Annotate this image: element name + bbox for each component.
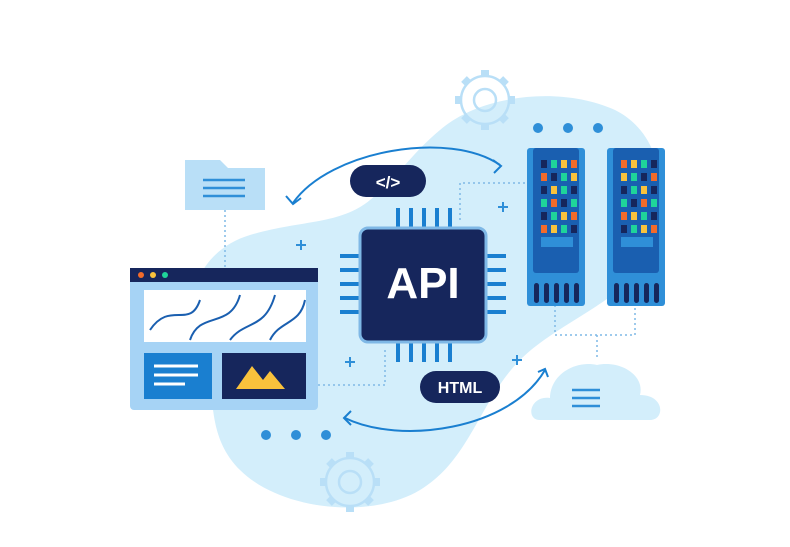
server-led [561,160,567,168]
server-led [641,212,647,220]
server-led [541,173,547,181]
api-chip: API [340,208,506,362]
server-led [641,173,647,181]
server-led [651,199,657,207]
server-led [621,186,627,194]
image-panel [222,353,306,399]
server-led [631,173,637,181]
server-led [551,212,557,220]
server-rack [607,148,665,306]
server-led [631,199,637,207]
server-led [621,225,627,233]
server-led [561,199,567,207]
arrow-bottom [342,367,549,432]
server-led [571,212,577,220]
code-badge-label: </> [376,173,401,192]
html-badge: HTML [420,371,500,403]
server-led [551,199,557,207]
server-led [651,186,657,194]
server-led [631,160,637,168]
server-led [571,173,577,181]
server-led [541,186,547,194]
server-vent [534,283,539,303]
cloud-icon [531,364,661,420]
server-led [551,225,557,233]
server-led [631,186,637,194]
server-led [621,160,627,168]
server-led [571,160,577,168]
server-led [541,225,547,233]
server-led [651,173,657,181]
server-vent [574,283,579,303]
server-led [631,225,637,233]
chip-label: API [386,259,459,308]
server-led [631,212,637,220]
arrow-top [285,146,503,206]
server-vent [544,283,549,303]
plus-icons [296,202,522,367]
connector-lines [224,182,636,386]
server-led [621,173,627,181]
server-led [641,186,647,194]
server-led [541,212,547,220]
server-led [561,186,567,194]
code-badge: </> [350,165,426,197]
server-led [561,173,567,181]
folder-icon [185,160,265,210]
html-badge-label: HTML [438,380,483,397]
server-vent [654,283,659,303]
server-led [561,212,567,220]
server-rack [527,148,585,306]
server-led [541,160,547,168]
server-led [571,186,577,194]
server-led [651,212,657,220]
gear-icon [455,70,515,130]
server-led [551,160,557,168]
server-led [571,225,577,233]
server-vent [564,283,569,303]
dots-bottom [261,430,331,440]
servers [527,148,665,306]
server-led [651,160,657,168]
server-led [551,186,557,194]
server-led [641,160,647,168]
server-led [551,173,557,181]
server-led [621,199,627,207]
server-vent [614,283,619,303]
browser-window [130,268,318,410]
server-led [541,199,547,207]
server-vent [554,283,559,303]
server-led [621,212,627,220]
server-led [641,225,647,233]
server-vent [644,283,649,303]
server-led [651,225,657,233]
image-icon [236,366,285,389]
server-led [561,225,567,233]
server-led [571,199,577,207]
dots-top [533,123,603,133]
gear-icon [320,452,380,512]
server-vent [624,283,629,303]
server-vent [634,283,639,303]
server-led [641,199,647,207]
